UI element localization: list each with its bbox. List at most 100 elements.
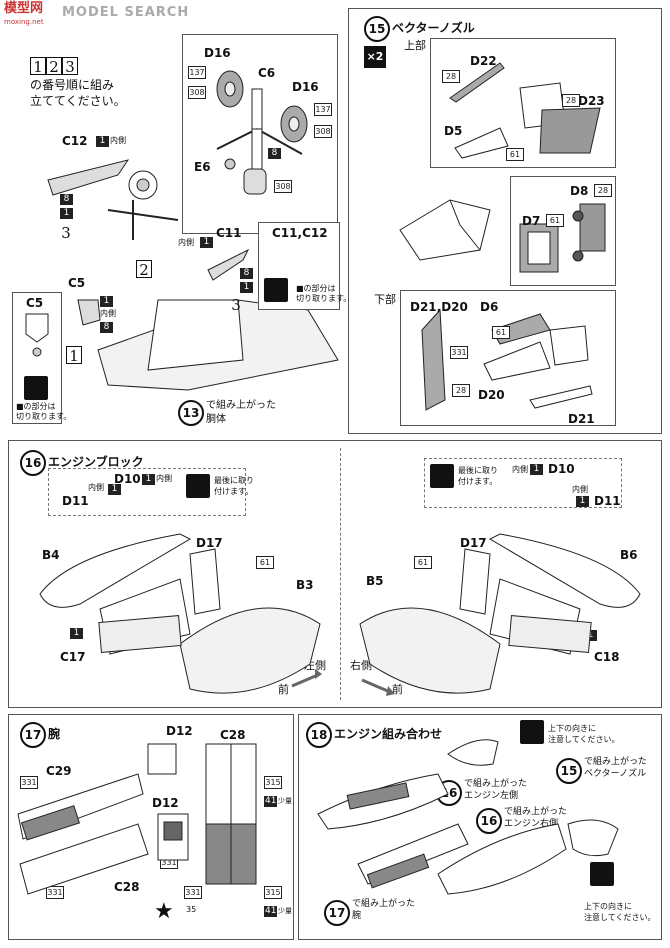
part-badge: 8: [268, 148, 281, 159]
gear-drawing: [216, 70, 308, 195]
label-b6: B6: [620, 548, 638, 562]
step16-title: エンジンブロック: [48, 455, 144, 469]
part-badge: 1: [70, 628, 83, 639]
part-badge: 61: [492, 326, 510, 339]
label-b5: B5: [366, 574, 384, 588]
lower-nozzle-drawing: [421, 308, 593, 411]
d7d8-drawing: [519, 203, 606, 273]
lower-label: 下部: [374, 293, 396, 306]
logo-text: 模型网: [4, 1, 44, 16]
step-badge: 1: [96, 136, 109, 147]
nozzle-assembly-drawing: [399, 199, 491, 261]
right-callout: [424, 458, 622, 508]
inner-text-right-b: 内側: [572, 485, 588, 494]
ref-16l-text-1: で組み上がった: [464, 779, 528, 789]
label-d23: D23: [578, 94, 605, 108]
inner-text-c11: 内側: [178, 238, 194, 247]
step17-title: 腕: [48, 727, 61, 741]
order-text-1: の番号順に組み: [30, 78, 115, 92]
label-c5-box: C5: [26, 296, 44, 310]
suffix-35: 35: [186, 905, 197, 914]
part-badge: 1: [240, 282, 253, 293]
label-d20: D20: [478, 388, 505, 402]
part-badge: 41: [264, 796, 278, 807]
ref-step-15: 15: [556, 758, 582, 784]
label-d22: D22: [470, 54, 497, 68]
order-num-2: 2: [46, 57, 62, 76]
step-num-1: 1: [66, 346, 82, 365]
part-badge: 61: [546, 214, 564, 227]
last-note-left-2: 付けます。: [214, 487, 254, 496]
cut-icon-c5: [24, 376, 48, 400]
label-c28-b: C28: [114, 880, 140, 894]
ref-step-16-right: 16: [476, 808, 502, 834]
cut-note-1: ■の部分は: [296, 284, 336, 293]
bottom-text-2: 胴体: [206, 414, 226, 425]
part-badge: 331: [450, 346, 468, 359]
note-top-1: 上下の向きに: [548, 724, 596, 733]
caution-icon-bottom: [590, 862, 614, 886]
step-num-3b: 3: [231, 296, 241, 314]
label-c6: C6: [258, 66, 276, 80]
upper-nozzle-drawing: [449, 62, 601, 159]
left-engine-drawing: [39, 533, 322, 694]
part-badge: 28: [562, 94, 580, 107]
fuselage-drawing: [47, 159, 339, 391]
right-engine-drawing: [359, 533, 641, 696]
part-badge: 308: [188, 86, 206, 99]
part-badge: 8: [60, 194, 73, 205]
note-bottom-2: 注意してください。: [584, 913, 656, 922]
order-text-2: 立ててください。: [30, 94, 126, 108]
part-badge: 41: [264, 906, 278, 917]
part-badge: 308: [314, 125, 332, 138]
label-d17-right: D17: [460, 536, 487, 550]
watermark-text: MODEL SEARCH: [62, 5, 190, 20]
label-d10-left: D10: [114, 472, 141, 486]
step-num-3: 3: [61, 224, 71, 242]
label-d11-left: D11: [62, 494, 89, 508]
part-badge: 137: [314, 103, 332, 116]
cut-note-c5-1: ■の部分は: [16, 402, 56, 411]
part-badge: 1: [142, 474, 155, 485]
label-d12-a: D12: [166, 724, 193, 738]
label-d21d20: D21,D20: [410, 300, 468, 314]
step18-title: エンジン組み合わせ: [334, 727, 443, 741]
inner-text-right: 内側: [512, 465, 528, 474]
label-c5: C5: [68, 276, 86, 290]
part-badge: 331: [20, 776, 38, 789]
order-num-1: 1: [30, 57, 46, 76]
last-note-left-1: 最後に取り: [214, 476, 254, 485]
ref-17-text-2: 腕: [352, 911, 362, 921]
part-badge: 1: [60, 208, 73, 219]
label-c29: C29: [46, 764, 72, 778]
part-badge: 1: [576, 496, 589, 507]
part-badge: 28: [594, 184, 612, 197]
part-badge: 1: [100, 296, 113, 307]
part-badge: 308: [274, 180, 292, 193]
order-num-3: 3: [62, 57, 78, 76]
part-badge: 331: [46, 886, 64, 899]
cut-note-2: 切り取ります。: [296, 294, 352, 303]
bottom-text-1: で組み上がった: [206, 400, 276, 411]
label-c12: C12: [62, 134, 88, 148]
step-num-2: 2: [136, 260, 152, 279]
label-d6: D6: [480, 300, 499, 314]
step16-num: 16: [20, 450, 46, 476]
c5-drawing: [25, 313, 49, 357]
ref-15-text-1: で組み上がった: [584, 757, 648, 767]
multiplier-badge: ×2: [364, 46, 386, 68]
last-attach-icon-left: [186, 474, 210, 498]
part-badge: 28: [442, 70, 460, 83]
center-divider: [340, 448, 341, 700]
inner-text-left-b: 内側: [88, 483, 104, 492]
cut-note-c5-2: 切り取ります。: [16, 412, 72, 421]
inner-text-c5: 内側: [100, 309, 116, 318]
last-attach-icon-right: [430, 464, 454, 488]
step17-num: 17: [20, 722, 46, 748]
label-d5: D5: [444, 124, 463, 138]
ref-15-text-2: ベクターノズル: [584, 769, 647, 779]
note-bottom-1: 上下の向きに: [584, 902, 632, 911]
label-e6: E6: [194, 160, 211, 174]
step15-title: ベクターノズル: [392, 21, 475, 35]
front-text-left: 前: [278, 683, 289, 696]
